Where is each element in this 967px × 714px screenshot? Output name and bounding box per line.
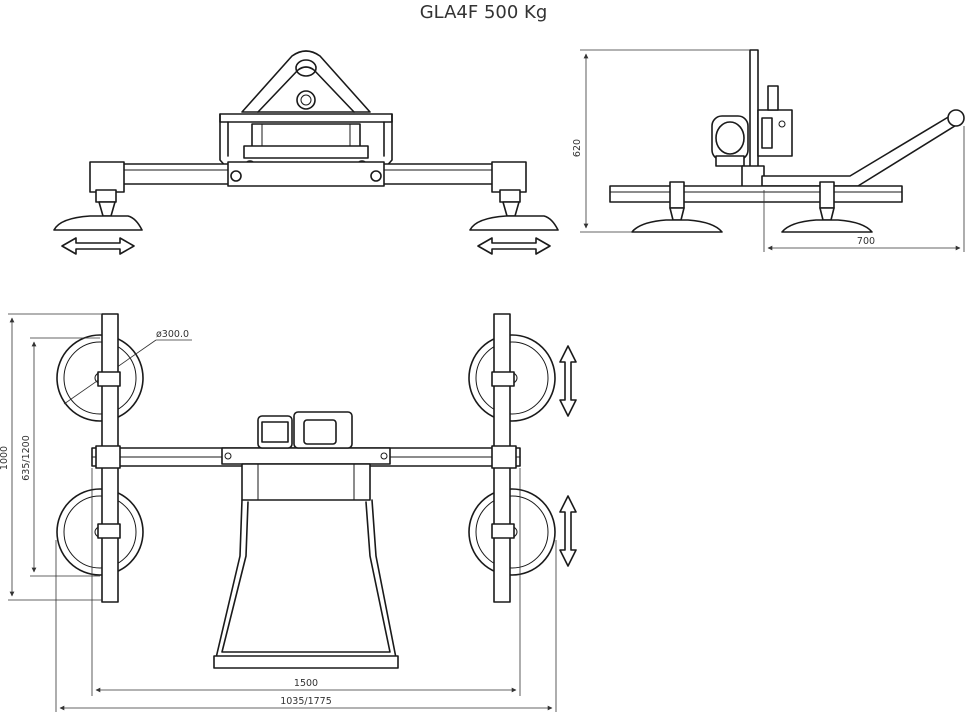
- side-view: 620 700: [572, 49, 965, 252]
- dim-1035-1775: 1035/1775: [280, 696, 332, 707]
- dim-1000: 1000: [0, 446, 10, 470]
- dim-1500: 1500: [294, 678, 318, 689]
- dim-diameter: ø300.0: [156, 329, 189, 340]
- top-view: ø300.0 1000: [0, 313, 577, 712]
- drawing-title: GLA4F 500 Kg: [419, 2, 548, 23]
- dim-635-1200: 635/1200: [21, 435, 32, 481]
- suction-cup-bottom-right: [468, 488, 556, 576]
- front-view: [53, 50, 559, 255]
- dim-620: 620: [572, 139, 583, 157]
- dim-700: 700: [857, 236, 875, 247]
